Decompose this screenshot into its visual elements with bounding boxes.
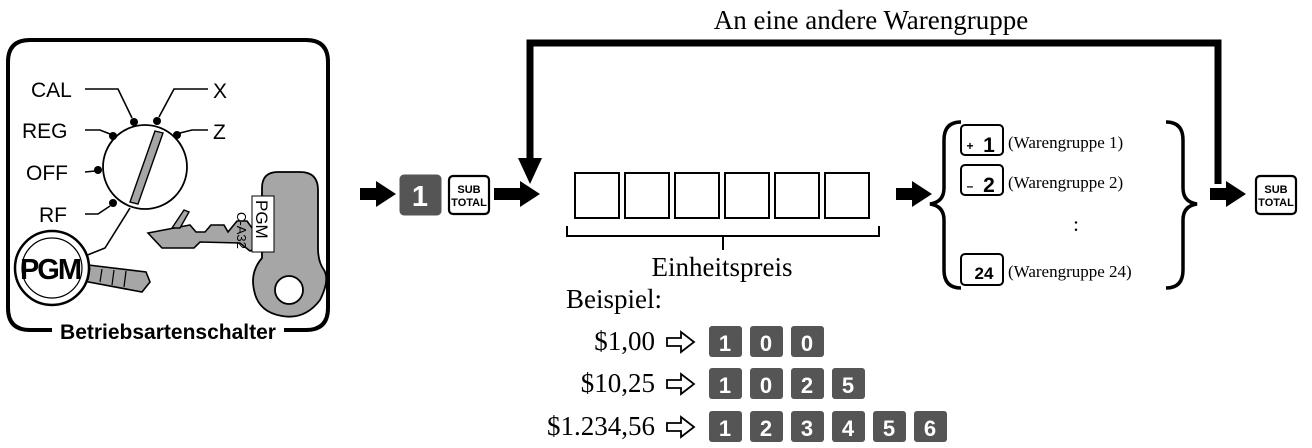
example-key-label: 6	[924, 416, 936, 441]
dept-24-label: (Warengruppe 24)	[1008, 262, 1132, 281]
dept-key-2	[960, 164, 1004, 196]
leader-cal	[85, 88, 133, 119]
mode-label-off: OFF	[26, 162, 68, 185]
mode-key-icon	[146, 171, 328, 318]
arrow-right-icon	[360, 181, 396, 207]
example-key	[750, 411, 783, 442]
mode-label-pgm: PGM	[20, 254, 81, 286]
mode-label-reg: REG	[22, 120, 68, 143]
dept-2-label: (Warengruppe 2)	[1008, 173, 1123, 192]
dial-dot-cal	[130, 118, 138, 126]
price-bracket	[566, 226, 880, 250]
example-key-label: 0	[801, 331, 813, 356]
example-key-label: 5	[883, 416, 895, 441]
mode-switch-frame	[6, 38, 330, 332]
example-key-label: 5	[842, 373, 854, 398]
dial-dot-reg	[109, 132, 117, 140]
dial-dot-x	[153, 117, 161, 125]
loop-arrow	[518, 39, 1222, 184]
arrow-right-icon	[896, 181, 932, 207]
subtotal-key-2-line2: TOTAL	[1258, 197, 1294, 209]
mode-switch-panel: Betriebsartenschalter CAL X REG Z OFF RF	[6, 38, 330, 344]
arrow-right-icon	[1210, 181, 1246, 207]
example-key-label: 1	[719, 416, 731, 441]
price-digit-box	[824, 172, 870, 219]
example-key	[709, 411, 742, 442]
price-digit-box	[724, 172, 770, 219]
example-key	[873, 411, 906, 442]
left-brace	[929, 120, 962, 290]
dept-key-1-number: 1	[983, 134, 995, 157]
example-key-label: 1	[719, 331, 731, 356]
example-key-label: 3	[801, 416, 813, 441]
example-key	[750, 368, 783, 399]
example-key	[914, 411, 947, 442]
subtotal-key-1	[447, 174, 491, 216]
example-key	[709, 326, 742, 357]
example-key-label: 4	[842, 416, 855, 441]
example-amount: $1.234,56	[547, 411, 655, 441]
mode-switch-caption: Betriebsartenschalter	[60, 321, 276, 344]
dial-dot-z	[173, 131, 181, 139]
dept-key-24	[960, 253, 1004, 286]
example-key	[791, 326, 824, 357]
dept-1-label: (Warengruppe 1)	[1008, 133, 1123, 152]
example-key-label: 1	[719, 373, 731, 398]
price-digit-box	[574, 172, 620, 219]
hollow-arrow-icon	[666, 372, 696, 396]
example-key-label: 2	[760, 416, 772, 441]
hollow-arrow-icon	[666, 330, 696, 354]
example-key	[832, 368, 865, 399]
key-1-label: 1	[412, 181, 428, 213]
price-digit-box	[774, 172, 820, 219]
right-brace	[1165, 120, 1198, 290]
mode-label-x: X	[213, 80, 227, 103]
dial-dot-rf	[109, 199, 117, 207]
example-key-label: 2	[801, 373, 813, 398]
leader-rf	[85, 205, 111, 215]
example-key-label: 0	[760, 331, 772, 356]
dept-key-1-prefix: +	[966, 139, 973, 153]
loop-label: An eine andere Warengruppe	[714, 5, 1028, 35]
dept-key-24-number: 24	[975, 264, 994, 283]
mode-label-rf: RF	[39, 204, 67, 227]
dept-ellipsis: :	[1073, 212, 1079, 236]
magnifier-icon	[13, 229, 151, 307]
example-title: Beispiel:	[566, 284, 662, 314]
example-key	[832, 411, 865, 442]
subtotal-key-1-line2: TOTAL	[451, 197, 487, 209]
hollow-arrow-icon	[666, 415, 696, 439]
dial-pointer	[129, 130, 164, 205]
example-key	[791, 411, 824, 442]
price-digit-box	[674, 172, 720, 219]
example-key	[709, 368, 742, 399]
leader-reg	[85, 129, 111, 135]
dept-key-2-prefix: –	[967, 179, 974, 193]
subtotal-key-2-line1: SUB	[1264, 184, 1287, 196]
arrow-right-icon	[494, 181, 540, 207]
example-key	[750, 326, 783, 357]
dept-key-2-number: 2	[983, 174, 995, 197]
subtotal-key-1-line1: SUB	[457, 184, 480, 196]
subtotal-key-2	[1254, 174, 1298, 216]
mode-label-z: Z	[213, 121, 226, 144]
example-amount: $1,00	[594, 326, 655, 356]
example-amount: $10,25	[581, 368, 655, 398]
price-entry-boxes	[574, 172, 870, 219]
price-digit-box	[624, 172, 670, 219]
dept-key-1	[960, 124, 1004, 156]
key-label-model: C-A32	[234, 212, 249, 249]
example-key	[791, 368, 824, 399]
key-1	[399, 174, 442, 216]
mode-label-cal: CAL	[31, 79, 72, 102]
key-label-pgm: PGM	[252, 200, 271, 239]
example-key-label: 0	[760, 373, 772, 398]
leader-x	[158, 88, 208, 118]
leader-z	[179, 129, 208, 134]
leader-off	[84, 170, 96, 173]
price-label: Einheitspreis	[652, 252, 793, 282]
dial-dot-off	[94, 166, 102, 174]
